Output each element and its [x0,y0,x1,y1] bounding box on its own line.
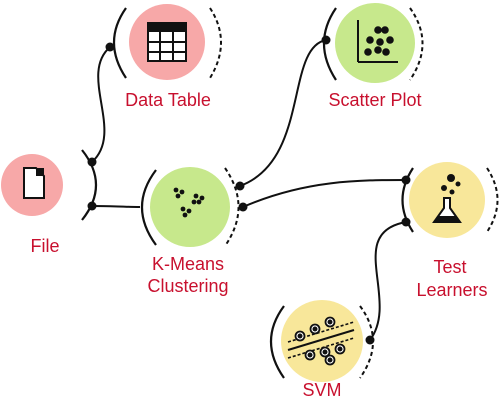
flask-icon [432,174,462,223]
widget-file[interactable]: File [1,149,98,256]
widget-file-label: File [30,236,59,256]
widget-svm[interactable]: SVM [269,300,375,400]
file-icon [23,167,45,199]
clusters-icon [173,187,205,218]
widget-kmeans-body[interactable] [150,167,230,247]
widget-test-learners[interactable]: Test Learners [401,162,499,300]
widget-scatter-plot-body[interactable] [335,3,415,83]
link-file-to-kmeans[interactable] [91,205,141,208]
widget-scatter-plot-label: Scatter Plot [328,90,421,110]
widget-data-table[interactable]: Data Table [105,4,222,110]
widget-test-learners-label-line1: Test [433,257,466,277]
link-kmeans-to-test-learners[interactable] [242,179,407,208]
scatter-plot-icon [357,20,398,63]
widget-kmeans-label-line1: K-Means [152,254,224,274]
svm-icon [287,316,355,366]
table-icon [147,22,187,62]
widget-test-learners-label-line2: Learners [416,280,487,300]
widget-svm-label: SVM [302,380,341,400]
widget-scatter-plot[interactable]: Scatter Plot [321,3,424,110]
link-kmeans-to-scatter-plot[interactable] [239,39,327,187]
link-svm-to-test-learners[interactable] [369,221,407,341]
widget-kmeans[interactable]: K-Means Clustering [140,167,248,296]
link-file-to-data-table[interactable] [91,46,111,163]
widget-svm-body[interactable] [281,300,363,382]
widget-data-table-label: Data Table [125,90,211,110]
widget-kmeans-label-line2: Clustering [147,276,228,296]
